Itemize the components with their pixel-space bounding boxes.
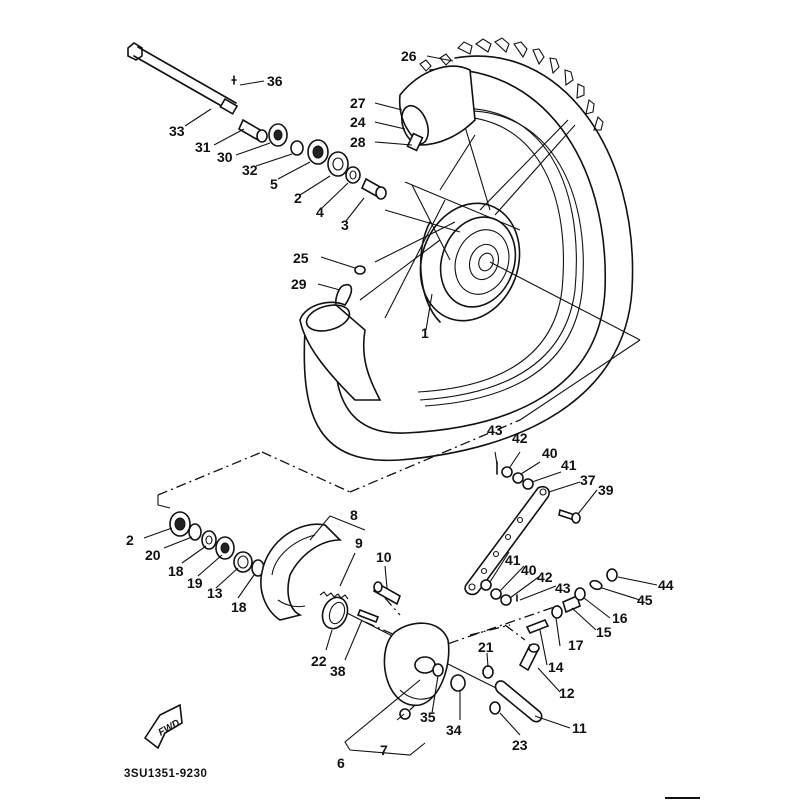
tire-and-wheel-drawing bbox=[303, 37, 641, 462]
callout-20: 20 bbox=[145, 547, 161, 563]
callout-3: 3 bbox=[341, 217, 349, 233]
callout-42-upper: 42 bbox=[512, 430, 528, 446]
spoke-nipple-drawing bbox=[354, 265, 366, 275]
callout-leaders bbox=[143, 55, 658, 756]
callout-33: 33 bbox=[169, 123, 185, 139]
hub-drawing bbox=[419, 202, 521, 323]
callout-27: 27 bbox=[350, 95, 366, 111]
callout-34: 34 bbox=[446, 722, 462, 738]
callout-23: 23 bbox=[512, 737, 528, 753]
callout-24: 24 bbox=[350, 114, 366, 130]
callout-31: 31 bbox=[195, 139, 211, 155]
brake-assembly bbox=[169, 511, 618, 723]
callout-2-upper: 2 bbox=[294, 190, 302, 206]
tension-bar-assembly bbox=[464, 461, 581, 606]
callout-40-lower: 40 bbox=[521, 562, 537, 578]
callout-43-upper: 43 bbox=[487, 422, 503, 438]
callout-41-upper: 41 bbox=[561, 457, 577, 473]
callout-14: 14 bbox=[548, 659, 564, 675]
callout-7: 7 bbox=[380, 742, 388, 758]
callout-32: 32 bbox=[242, 162, 258, 178]
callout-29: 29 bbox=[291, 276, 307, 292]
callout-43-lower: 43 bbox=[555, 580, 571, 596]
callout-36: 36 bbox=[267, 73, 283, 89]
callout-16: 16 bbox=[612, 610, 628, 626]
callout-8: 8 bbox=[350, 507, 358, 523]
callout-11: 11 bbox=[572, 720, 587, 736]
callout-38: 38 bbox=[330, 663, 346, 679]
callout-12: 12 bbox=[559, 685, 575, 701]
callout-25: 25 bbox=[293, 250, 309, 266]
assembly-guide-lines bbox=[157, 419, 561, 711]
callout-44: 44 bbox=[658, 577, 674, 593]
tire-outline bbox=[303, 55, 634, 462]
callout-41-lower: 41 bbox=[505, 552, 521, 568]
callout-35: 35 bbox=[420, 709, 436, 725]
callout-40-upper: 40 bbox=[542, 445, 558, 461]
axle-assembly bbox=[127, 42, 387, 200]
callout-13: 13 bbox=[207, 585, 223, 601]
callout-1: 1 bbox=[421, 325, 429, 341]
callout-17: 17 bbox=[568, 637, 584, 653]
callout-28: 28 bbox=[350, 134, 366, 150]
callout-6: 6 bbox=[337, 755, 345, 771]
forward-direction-arrow: FWD bbox=[143, 703, 183, 750]
callout-22: 22 bbox=[311, 653, 327, 669]
callout-15: 15 bbox=[596, 624, 612, 640]
callout-30: 30 bbox=[217, 149, 233, 165]
callout-45: 45 bbox=[637, 592, 653, 608]
callout-2-lower: 2 bbox=[126, 532, 134, 548]
callout-19: 19 bbox=[187, 575, 203, 591]
tire-tread bbox=[419, 37, 604, 131]
callout-37: 37 bbox=[580, 472, 596, 488]
callout-42-lower: 42 bbox=[537, 569, 553, 585]
callout-21: 21 bbox=[478, 639, 494, 655]
callout-18-right: 18 bbox=[231, 599, 247, 615]
callout-9: 9 bbox=[355, 535, 363, 551]
callout-labels: 26 27 24 28 36 33 31 30 32 5 2 4 3 25 29… bbox=[126, 48, 674, 771]
callout-4: 4 bbox=[316, 204, 324, 220]
callout-39: 39 bbox=[598, 482, 614, 498]
callout-26: 26 bbox=[401, 48, 417, 64]
callout-5: 5 bbox=[270, 176, 278, 192]
drawing-code: 3SU1351-9230 bbox=[124, 768, 207, 780]
rim-band-cutaway bbox=[299, 283, 382, 401]
tube-cutaway bbox=[398, 65, 476, 152]
callout-18-left: 18 bbox=[168, 563, 184, 579]
callout-10: 10 bbox=[376, 549, 392, 565]
